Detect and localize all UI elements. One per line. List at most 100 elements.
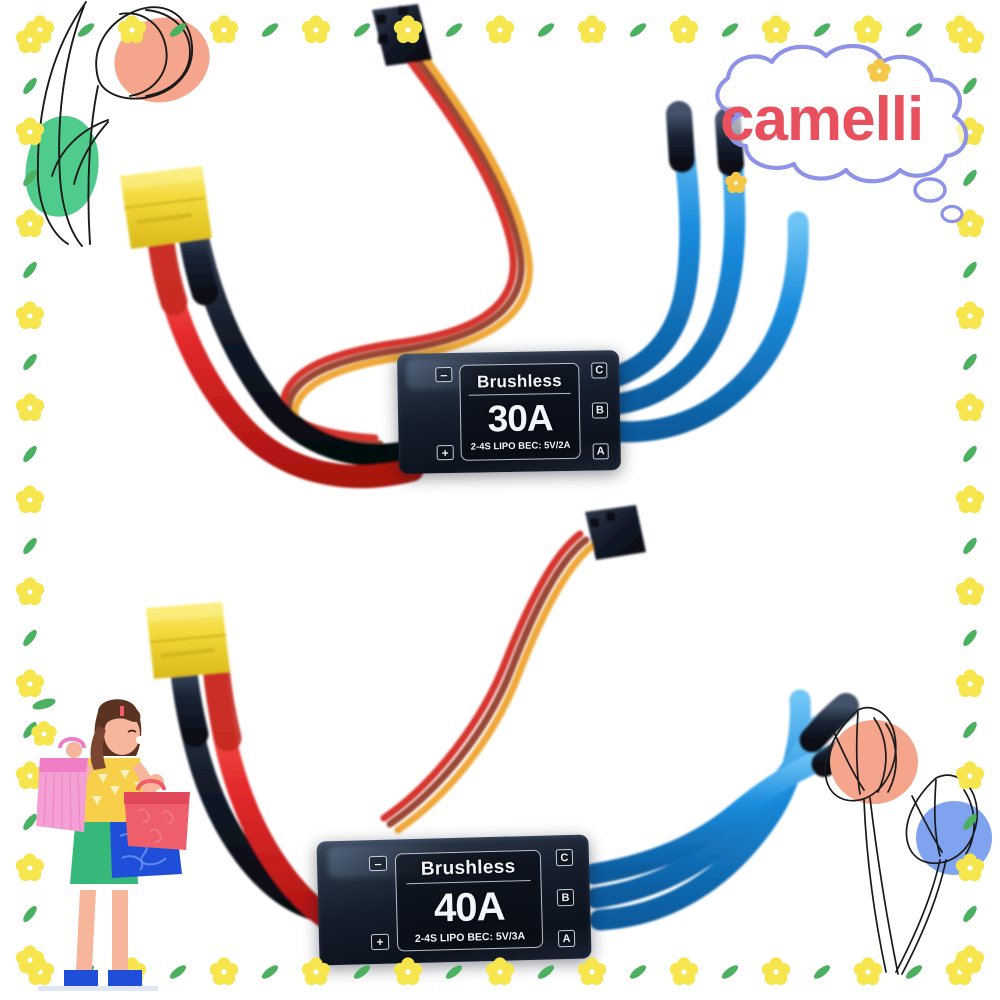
pad-phase-b-30a: B	[591, 402, 609, 419]
deco-leaf-icon	[169, 23, 187, 37]
xt60-connector-top	[120, 166, 212, 249]
deco-flower-icon	[485, 15, 515, 44]
deco-flower-icon	[955, 945, 985, 974]
deco-leaf-icon	[963, 261, 977, 279]
deco-flower-icon	[301, 15, 331, 44]
deco-leaf-icon	[963, 353, 977, 371]
deco-leaf-icon	[23, 813, 37, 831]
pad-minus-40a: –	[368, 855, 388, 872]
deco-leaf-icon	[813, 23, 831, 37]
deco-flower-icon	[955, 393, 985, 422]
esc-brand-text-30a: Brushless	[468, 371, 571, 396]
deco-leaf-icon	[629, 23, 647, 37]
esc-label-40a: Brushless 40A 2-4S LIPO BEC: 5V/3A	[394, 849, 544, 952]
deco-flower-icon	[669, 15, 699, 44]
deco-leaf-icon	[23, 905, 37, 923]
motor-wire-bottom-1	[589, 689, 811, 931]
deco-flower-icon	[761, 15, 791, 44]
deco-flower-icon	[15, 209, 45, 238]
deco-leaf-icon	[23, 445, 37, 463]
xt60-connector-bottom	[146, 602, 230, 679]
deco-flower-icon	[15, 669, 45, 698]
esc-module-30a: – + C B A Brushless 30A 2-4S LIPO BEC: 5…	[396, 350, 622, 474]
deco-flower-icon	[15, 301, 45, 330]
deco-flower-icon	[15, 853, 45, 882]
esc-spec-text-30a: 2-4S LIPO BEC: 5V/2A	[470, 439, 571, 453]
deco-leaf-icon	[537, 965, 555, 979]
deco-flower-icon	[955, 577, 985, 606]
deco-flower-icon	[955, 25, 985, 54]
esc-module-40a: – + C B A Brushless 40A 2-4S LIPO BEC: 5…	[316, 834, 592, 966]
deco-flower-icon	[761, 957, 791, 986]
deco-leaf-icon	[23, 77, 37, 95]
motor-wire-bottom-3	[583, 745, 841, 885]
deco-flower-icon	[15, 761, 45, 790]
deco-flower-icon	[15, 485, 45, 514]
pad-phase-c-40a: C	[555, 848, 574, 867]
deco-leaf-icon	[905, 23, 923, 37]
deco-leaf-icon	[23, 169, 37, 187]
esc-brand-text-40a: Brushless	[406, 856, 531, 884]
border-left	[8, 0, 52, 1000]
esc-label-30a: Brushless 30A 2-4S LIPO BEC: 5V/2A	[459, 362, 581, 461]
deco-leaf-icon	[169, 965, 187, 979]
pad-plus-30a: +	[436, 444, 454, 461]
deco-flower-icon	[955, 761, 985, 790]
deco-flower-icon	[577, 957, 607, 986]
deco-flower-icon	[209, 15, 239, 44]
deco-leaf-icon	[963, 905, 977, 923]
deco-flower-icon	[393, 957, 423, 986]
pad-phase-a-40a: A	[557, 929, 576, 948]
esc-spec-text-40a: 2-4S LIPO BEC: 5V/3A	[414, 929, 526, 945]
deco-flower-icon	[955, 117, 985, 146]
deco-leaf-icon	[813, 965, 831, 979]
deco-leaf-icon	[905, 965, 923, 979]
deco-leaf-icon	[353, 23, 371, 37]
deco-leaf-icon	[963, 813, 977, 831]
deco-flower-icon	[577, 15, 607, 44]
deco-flower-icon	[15, 117, 45, 146]
deco-leaf-icon	[537, 23, 555, 37]
deco-leaf-icon	[963, 537, 977, 555]
deco-leaf-icon	[963, 445, 977, 463]
deco-leaf-icon	[445, 23, 463, 37]
deco-flower-icon	[15, 393, 45, 422]
deco-leaf-icon	[963, 169, 977, 187]
deco-leaf-icon	[963, 77, 977, 95]
servo-plug-bottom	[585, 505, 646, 560]
deco-flower-icon	[15, 945, 45, 974]
deco-flower-icon	[209, 957, 239, 986]
deco-leaf-icon	[23, 261, 37, 279]
deco-flower-icon	[669, 957, 699, 986]
motor-wire-top-1	[589, 211, 809, 443]
deco-flower-icon	[15, 25, 45, 54]
deco-flower-icon	[853, 957, 883, 986]
deco-flower-icon	[955, 853, 985, 882]
pad-phase-a-30a: A	[592, 443, 609, 460]
esc-amperage-text-30a: 30A	[487, 396, 553, 440]
deco-leaf-icon	[445, 965, 463, 979]
pad-phase-c-30a: C	[591, 362, 608, 379]
signal-wire-bundle-bottom	[380, 530, 596, 834]
border-bottom	[0, 950, 1000, 994]
deco-leaf-icon	[23, 537, 37, 555]
deco-flower-icon	[393, 15, 423, 44]
deco-flower-icon	[955, 485, 985, 514]
deco-leaf-icon	[629, 965, 647, 979]
deco-leaf-icon	[23, 353, 37, 371]
border-right	[948, 0, 992, 1000]
deco-leaf-icon	[261, 965, 279, 979]
deco-leaf-icon	[353, 965, 371, 979]
deco-flower-icon	[301, 957, 331, 986]
deco-flower-icon	[955, 209, 985, 238]
deco-leaf-icon	[261, 23, 279, 37]
deco-flower-icon	[955, 669, 985, 698]
deco-flower-icon	[117, 957, 147, 986]
deco-flower-icon	[117, 15, 147, 44]
border-top	[0, 8, 1000, 52]
deco-leaf-icon	[963, 629, 977, 647]
deco-leaf-icon	[963, 721, 977, 739]
deco-flower-icon	[853, 15, 883, 44]
pad-minus-30a: –	[435, 366, 453, 383]
